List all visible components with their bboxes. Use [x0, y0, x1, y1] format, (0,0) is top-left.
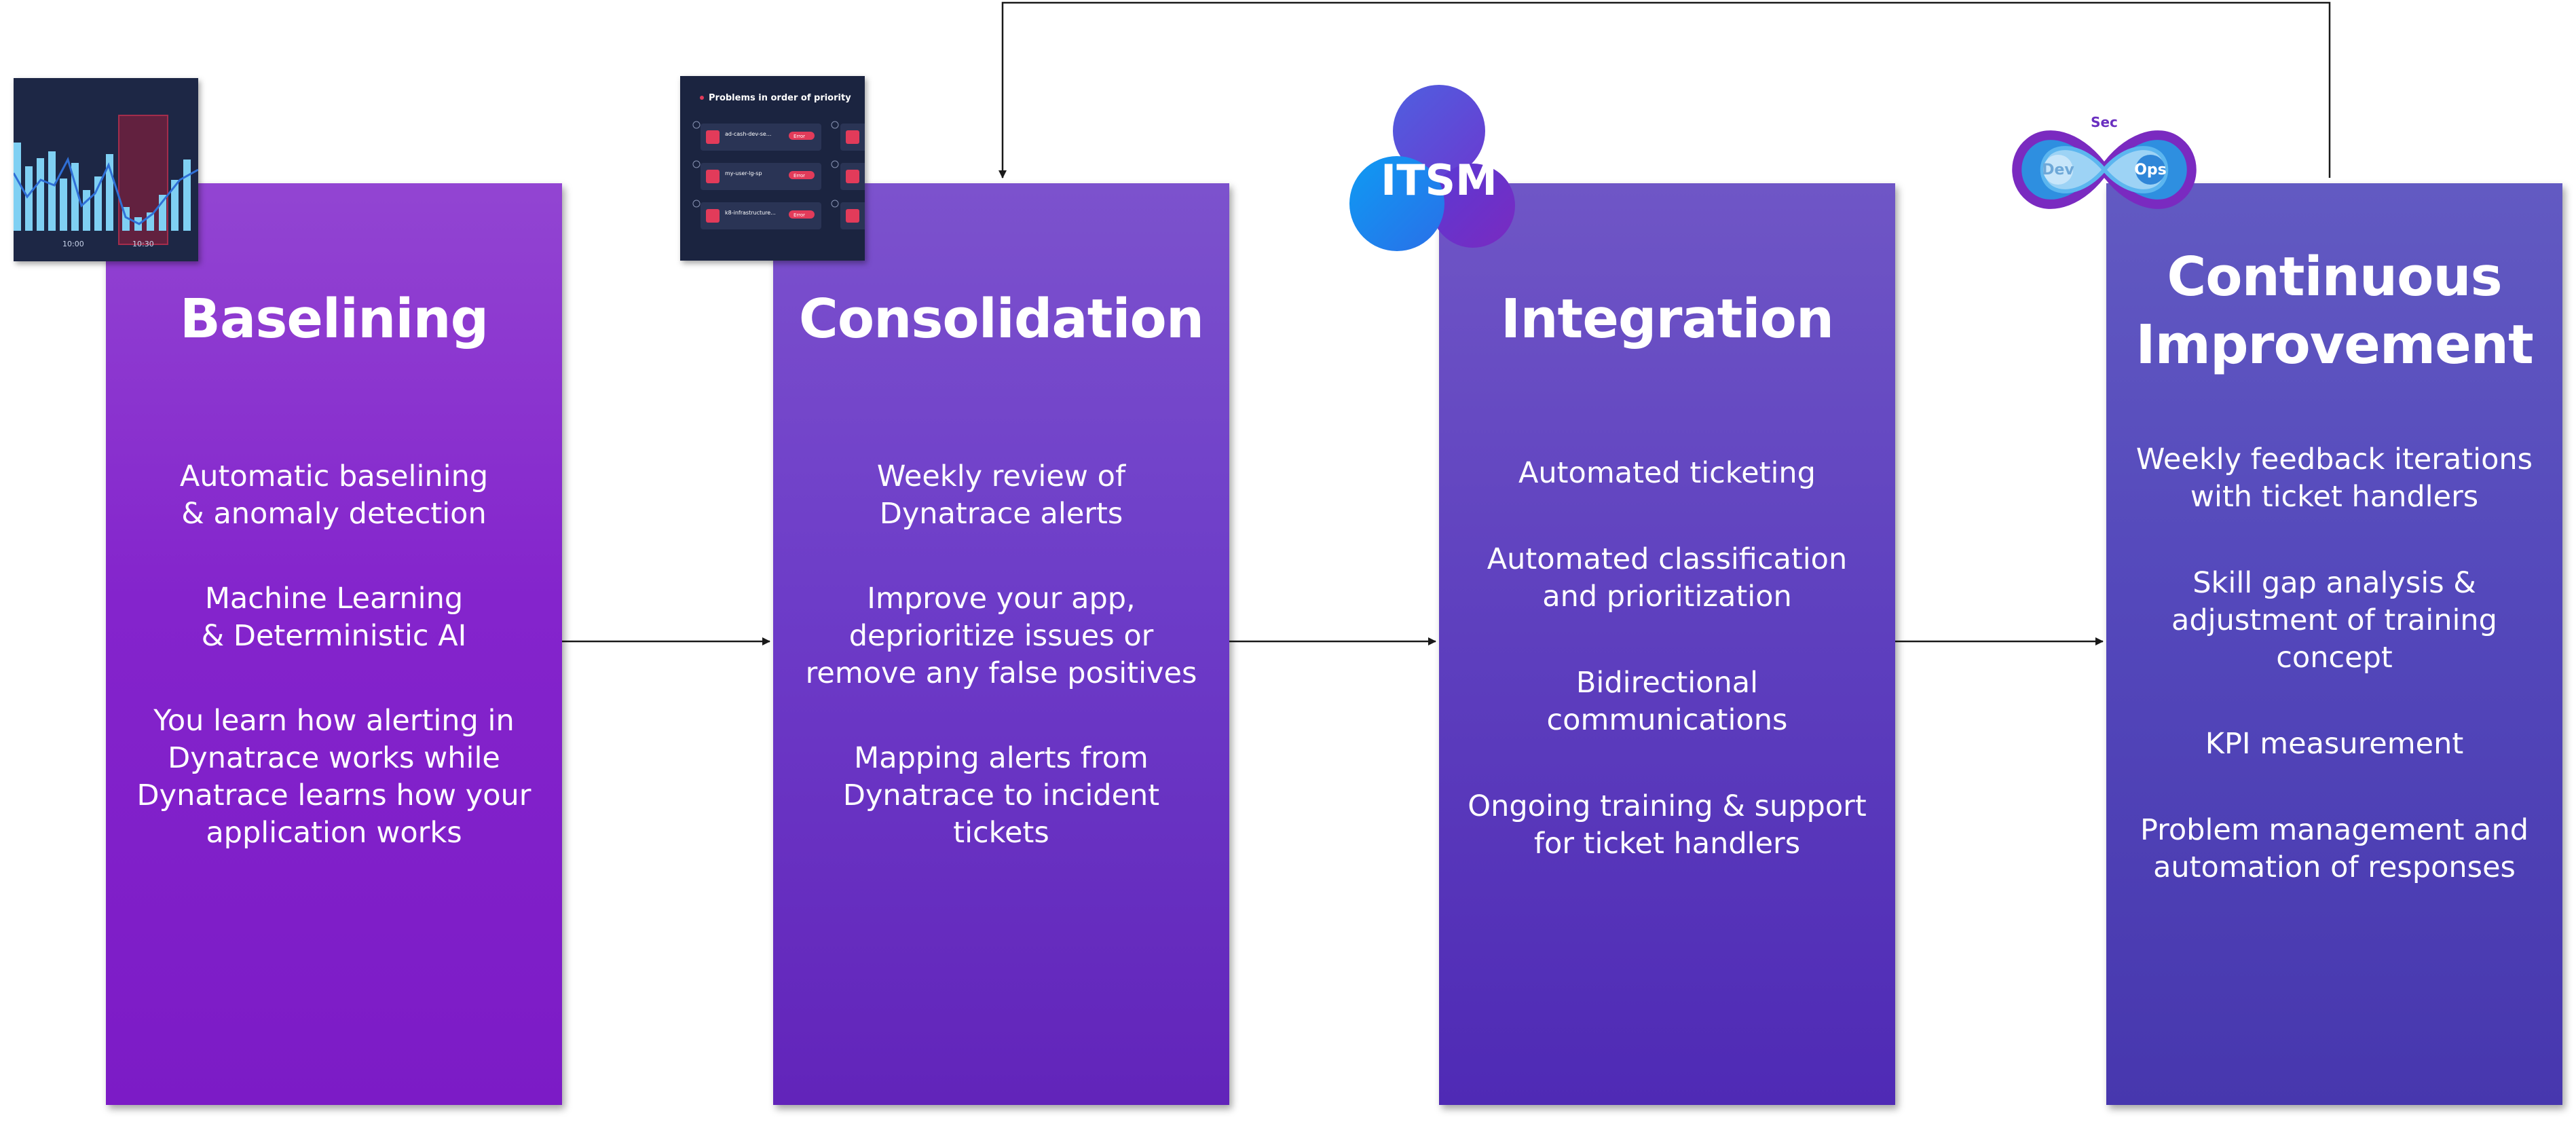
card-bullets: Automatic baselining & anomaly detection… [106, 458, 562, 899]
itsm-logo: ITSM [1344, 85, 1534, 261]
problem-badge: Error [794, 134, 805, 139]
bullet: Skill gap analysis & adjustment of train… [2171, 566, 2497, 675]
card-title: Continuous Improvement [2135, 246, 2533, 376]
chart-tick-label: 10:30 [132, 240, 154, 248]
bullet: Automatic baselining & anomaly detection [179, 459, 489, 531]
card-title: Baselining [179, 288, 489, 350]
card-bullets: Automated ticketing Automated classifica… [1439, 455, 1895, 912]
card-title: Consolidation [798, 288, 1204, 350]
card-bullets: Weekly review of Dynatrace alerts Improv… [773, 458, 1229, 899]
chart-tick-label: 10:00 [62, 240, 84, 248]
card-bullets: Weekly feedback iterations with ticket h… [2106, 441, 2562, 935]
devsecops-logo: Dev Ops Sec [2009, 112, 2199, 227]
bullet: Machine Learning & Deterministic AI [201, 582, 467, 653]
bullet: You learn how alerting in Dynatrace work… [136, 704, 531, 850]
bullet: Ongoing training & support for ticket ha… [1468, 789, 1867, 861]
devsecops-ops-label: Ops [2134, 162, 2167, 179]
problem-badge: Error [794, 173, 805, 179]
problems-title: Problems in order of priority [709, 93, 851, 103]
anomaly-chart-thumbnail: 10:00 10:30 [14, 78, 198, 261]
bullet: Automated classification and prioritizat… [1487, 542, 1848, 614]
bullet: Weekly feedback iterations with ticket h… [2135, 443, 2533, 514]
card-continuous-improvement: Continuous Improvement Weekly feedback i… [2106, 183, 2562, 1105]
anomaly-chart-graphic: 10:00 10:30 [14, 78, 198, 261]
bullet: Problem management and automation of res… [2140, 813, 2529, 884]
problem-name: ad-cash-dev-se... [725, 131, 771, 137]
card-baselining: Baselining Automatic baselining & anomal… [106, 183, 562, 1105]
bullet: Automated ticketing [1518, 456, 1816, 490]
bullet: KPI measurement [2205, 727, 2464, 761]
devsecops-dev-label: Dev [2042, 162, 2074, 179]
problem-row-partial [831, 121, 865, 229]
problem-name: my-user-lg-sp [725, 170, 762, 176]
itsm-label: ITSM [1381, 155, 1497, 205]
bullet: Improve your app, deprioritize issues or… [805, 582, 1197, 690]
problem-badge: Error [794, 212, 805, 218]
problems-list-thumbnail: Problems in order of priority ad-cash-de… [680, 76, 865, 261]
bullet: Bidirectional communications [1546, 666, 1788, 737]
problem-row: ad-cash-dev-se... Error [692, 121, 821, 151]
card-integration: Integration Automated ticketing Automate… [1439, 183, 1895, 1105]
problems-list-graphic: Problems in order of priority ad-cash-de… [680, 76, 865, 261]
feedback-loop-arrow [998, 1, 2331, 179]
problem-row: my-user-lg-sp Error [692, 160, 821, 190]
devsecops-sec-label: Sec [2091, 114, 2118, 130]
bullet: Mapping alerts from Dynatrace to inciden… [842, 741, 1160, 850]
card-consolidation: Consolidation Weekly review of Dynatrace… [773, 183, 1229, 1105]
bullet: Weekly review of Dynatrace alerts [876, 459, 1126, 531]
card-title: Integration [1500, 288, 1834, 350]
problem-name: k8-infrastructure... [725, 210, 776, 216]
problem-row: k8-infrastructure... Error [692, 200, 821, 229]
